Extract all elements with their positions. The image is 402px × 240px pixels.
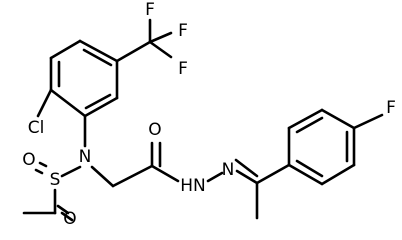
atom-label: F bbox=[145, 0, 155, 20]
atom-label: Cl bbox=[28, 118, 45, 138]
bond bbox=[148, 40, 173, 59]
atom-label: F bbox=[178, 59, 188, 79]
bond bbox=[352, 113, 384, 130]
atom-label: F bbox=[386, 98, 396, 118]
bond bbox=[295, 159, 324, 178]
bond bbox=[83, 96, 119, 118]
bond bbox=[82, 48, 113, 67]
bond bbox=[287, 108, 324, 130]
atom-label: N bbox=[79, 147, 92, 167]
atom-label: O bbox=[148, 120, 161, 140]
atom-label: S bbox=[50, 170, 61, 190]
bond bbox=[206, 171, 224, 183]
bond bbox=[255, 163, 291, 185]
bond bbox=[148, 31, 173, 44]
bond bbox=[60, 211, 74, 222]
atom-label: O bbox=[22, 150, 35, 170]
molecule-structure-diagram: F F F Cl N S O O O HN N F bbox=[22, 0, 396, 229]
bond bbox=[78, 39, 119, 63]
bond bbox=[287, 163, 324, 186]
bond bbox=[235, 169, 259, 185]
bond bbox=[36, 88, 53, 118]
bond bbox=[34, 168, 44, 175]
bond bbox=[111, 164, 154, 188]
atom-label: O bbox=[63, 209, 76, 229]
bond bbox=[49, 39, 82, 60]
bond bbox=[56, 204, 70, 215]
bond bbox=[84, 93, 112, 110]
bond bbox=[234, 158, 259, 178]
atom-label: HN bbox=[180, 176, 206, 196]
atom-label: N bbox=[222, 160, 235, 180]
bond bbox=[60, 165, 82, 178]
atom-label: F bbox=[178, 21, 188, 41]
bond bbox=[295, 116, 324, 134]
bond bbox=[150, 164, 180, 183]
bond bbox=[90, 165, 115, 188]
bond-lines bbox=[22, 18, 384, 222]
bond bbox=[320, 163, 356, 186]
bond bbox=[49, 88, 87, 118]
bond bbox=[320, 108, 356, 130]
bond bbox=[115, 40, 152, 63]
atom-labels: F F F Cl N S O O O HN N F bbox=[22, 0, 396, 229]
bond bbox=[38, 161, 48, 168]
